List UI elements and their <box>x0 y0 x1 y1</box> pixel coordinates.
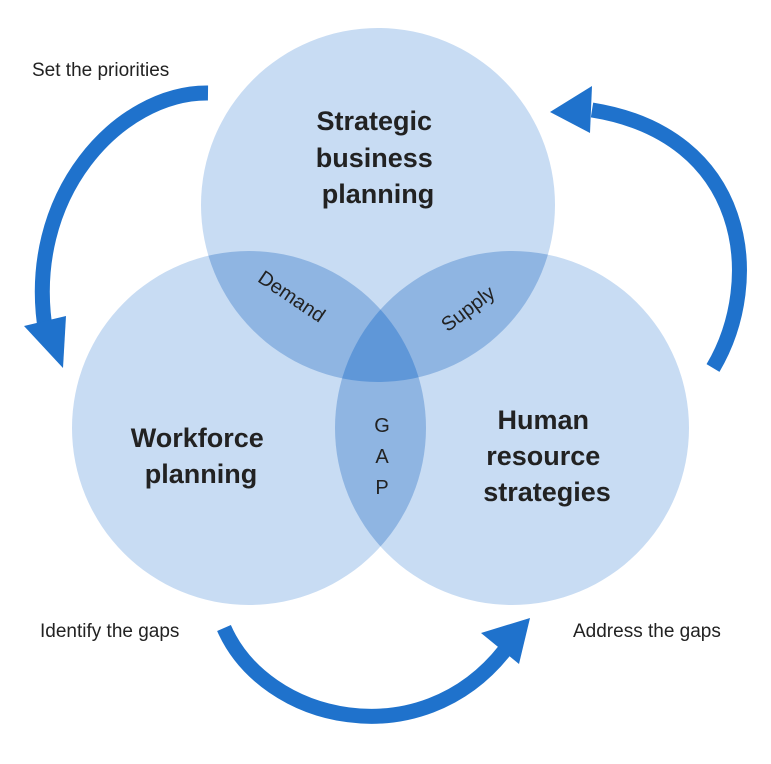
arrow-identify-gaps <box>217 618 530 724</box>
step-address-gaps: Address the gaps <box>573 621 721 642</box>
arrow-set-priorities <box>24 85 209 368</box>
label-gap-a: A <box>375 446 389 468</box>
label-gap-g: G <box>374 415 390 437</box>
title-strategic-business-planning: Strategic business planning <box>316 106 441 209</box>
overlap-demand <box>201 251 426 382</box>
overlap-supply <box>335 251 555 382</box>
title-human-resource-strategies: Human resource strategies <box>483 405 611 507</box>
label-gap-p: P <box>375 477 388 499</box>
step-set-priorities: Set the priorities <box>32 60 169 81</box>
title-workforce-planning: Workforce planning <box>131 423 272 489</box>
arrow-address-gaps <box>550 86 747 372</box>
step-identify-gaps: Identify the gaps <box>40 621 179 642</box>
